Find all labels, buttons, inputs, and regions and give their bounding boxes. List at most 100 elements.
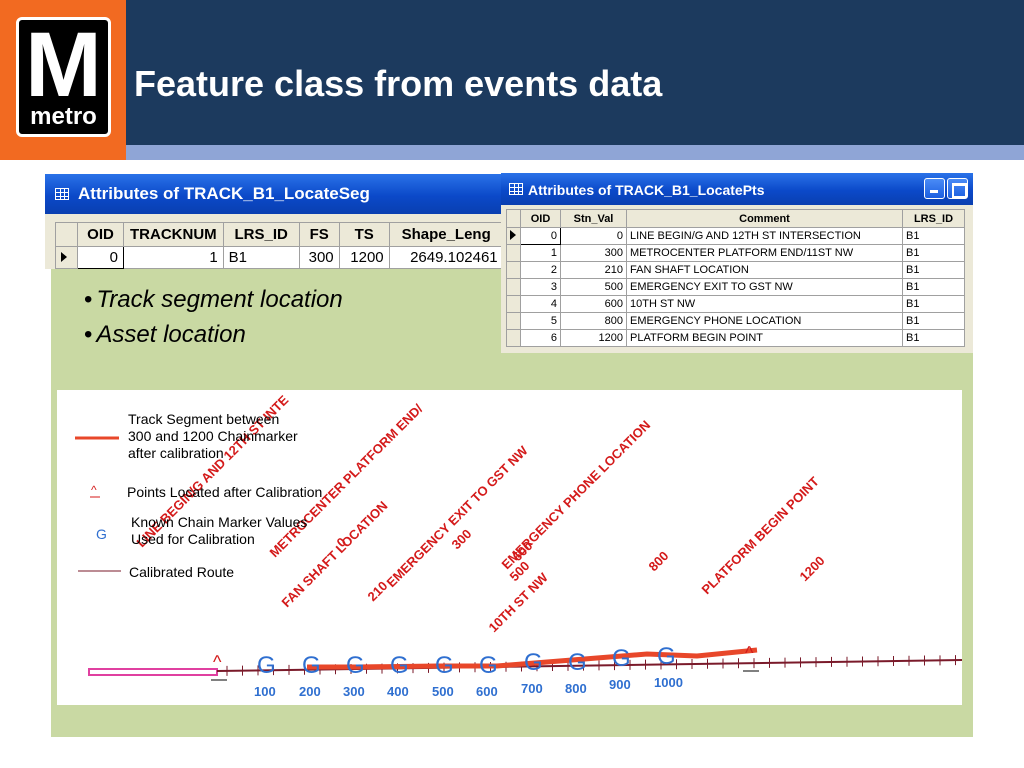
cell-lrs-id[interactable]: B1 [902,244,965,262]
minimize-icon[interactable] [924,178,945,199]
row-selector[interactable] [506,312,521,330]
chain-marker-symbol: G [346,652,365,679]
cell-lrs-id[interactable]: B1 [902,329,965,347]
point-value-label: 800 [646,548,672,574]
points-window-titlebar[interactable]: Attributes of TRACK_B1_LocatePts [501,173,973,205]
cell-lrs-id[interactable]: B1 [902,261,965,279]
cell-ts[interactable]: 1200 [338,246,390,269]
table-icon [509,183,523,195]
column-header-tracknum[interactable]: TRACKNUM [123,222,224,247]
page-title: Feature class from events data [134,63,663,104]
cell-oid[interactable]: 5 [520,312,561,330]
cell-stn-val[interactable]: 0 [560,227,627,245]
cell-oid[interactable]: 6 [520,329,561,347]
metro-logo-word: metro [30,103,97,130]
table-icon [55,188,69,200]
cell-comment[interactable]: EMERGENCY EXIT TO GST NW [626,278,903,296]
route-start-box [88,668,218,676]
cell-oid[interactable]: 3 [520,278,561,296]
metro-logo: M metro [0,0,126,160]
chain-marker-value: 100 [254,684,276,699]
chain-marker-value: 1000 [654,675,683,690]
points-attributes-window[interactable]: Attributes of TRACK_B1_LocatePts OID Stn… [501,173,973,353]
row-selector[interactable] [506,227,521,245]
cell-stn-val[interactable]: 300 [560,244,627,262]
column-header-shape-leng[interactable]: Shape_Leng [388,222,504,247]
cell-oid[interactable]: 0 [520,227,561,245]
cell-oid[interactable]: 2 [520,261,561,279]
column-header-oid[interactable]: OID [520,209,561,228]
cell-oid[interactable]: 4 [520,295,561,313]
column-header-lrs-id[interactable]: LRS_ID [222,222,300,247]
cell-comment[interactable]: EMERGENCY PHONE LOCATION [626,312,903,330]
cell-stn-val[interactable]: 600 [560,295,627,313]
maximize-icon[interactable] [947,178,968,199]
chain-marker-value: 400 [387,684,409,699]
chain-marker-symbol: G [302,652,321,679]
legend-point-symbol: ^ [91,483,97,497]
cell-stn-val[interactable]: 800 [560,312,627,330]
points-window-title: Attributes of TRACK_B1_LocatePts [528,182,765,198]
chain-marker-value: 700 [521,681,543,696]
cell-stn-val[interactable]: 1200 [560,329,627,347]
accent-strip [126,145,1024,160]
cell-oid[interactable]: 0 [77,246,124,269]
chain-marker-symbol: G [479,652,498,679]
segment-attributes-window[interactable]: Attributes of TRACK_B1_LocateSeg OID TRA… [45,174,507,269]
column-header-fs[interactable]: FS [298,222,340,247]
cell-lrs-id[interactable]: B1 [222,246,300,269]
column-header-stn-val[interactable]: Stn_Val [560,209,627,228]
row-selector[interactable] [506,295,521,313]
cell-shape-leng[interactable]: 2649.102461 [388,246,504,269]
cell-lrs-id[interactable]: B1 [902,278,965,296]
row-selector[interactable] [506,329,521,347]
current-row-arrow-icon [510,229,516,240]
legend-markers-label: Known Chain Marker Values Used for Calib… [131,514,308,547]
row-selector[interactable] [55,246,78,269]
cell-fs[interactable]: 300 [298,246,340,269]
column-header-ts[interactable]: TS [338,222,390,247]
chain-marker-symbol: G [435,652,454,679]
column-header-comment[interactable]: Comment [626,209,903,228]
cell-comment[interactable]: LINE BEGIN/G AND 12TH ST INTERSECTION [626,227,903,245]
cell-comment[interactable]: PLATFORM BEGIN POINT [626,329,903,347]
table-row[interactable]: 0 1 B1 300 1200 2649.102461 [55,246,504,269]
row-selector[interactable] [506,244,521,262]
row-selector-header [55,222,78,247]
located-point-symbol: ^ [213,652,222,672]
chain-marker-symbol: G [612,645,631,672]
segment-window-titlebar[interactable]: Attributes of TRACK_B1_LocateSeg [45,174,507,214]
column-header-lrs-id[interactable]: LRS_ID [902,209,965,228]
cell-lrs-id[interactable]: B1 [902,295,965,313]
segment-window-title: Attributes of TRACK_B1_LocateSeg [78,184,370,203]
calibrated-segment [307,647,758,670]
segment-attribute-table[interactable]: OID TRACKNUM LRS_ID FS TS Shape_Leng 0 1… [55,222,504,269]
cell-comment[interactable]: 10TH ST NW [626,295,903,313]
legend-segment-label: Track Segment between 300 and 1200 Chain… [128,411,298,461]
cell-comment[interactable]: METROCENTER PLATFORM END/11ST NW [626,244,903,262]
cell-stn-val[interactable]: 500 [560,278,627,296]
row-selector[interactable] [506,278,521,296]
cell-tracknum[interactable]: 1 [123,246,224,269]
row-selector[interactable] [506,261,521,279]
bullet-asset-location: Asset location [84,317,343,352]
cell-oid[interactable]: 1 [520,244,561,262]
cell-lrs-id[interactable]: B1 [902,227,965,245]
point-value-label: 1200 [797,553,828,584]
column-header-oid[interactable]: OID [77,222,124,247]
cell-lrs-id[interactable]: B1 [902,312,965,330]
cell-stn-val[interactable]: 210 [560,261,627,279]
legend-marker-symbol: G [96,526,107,542]
cell-comment[interactable]: FAN SHAFT LOCATION [626,261,903,279]
bullet-list: Track segment location Asset location [84,282,343,352]
